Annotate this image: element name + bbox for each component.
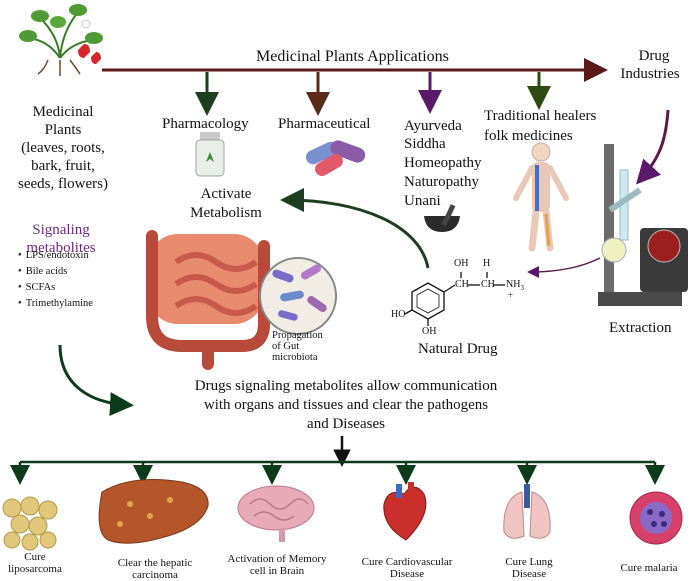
system-ayurveda: Ayurveda — [404, 118, 462, 134]
liver-icon — [98, 479, 209, 544]
outcome-liposarcoma-line2: liposarcoma — [8, 563, 62, 575]
structure-plus: + — [508, 290, 514, 300]
natural-drug-structure-icon — [404, 272, 505, 326]
main-title: Medicinal Plants Applications — [256, 48, 449, 65]
structure-nh3: NH3 — [506, 279, 524, 292]
traditional-line2: folk medicines — [484, 128, 573, 144]
outcome-hepatic-line1: Clear the hepatic — [117, 557, 193, 569]
malaria-cell-icon — [629, 491, 683, 545]
system-homeopathy: Homeopathy — [404, 155, 482, 171]
summary-line3: and Diseases — [307, 416, 385, 432]
outcome-malaria-line1: Cure malaria — [620, 562, 678, 574]
industry-arrow — [635, 109, 670, 185]
list-item: Trimethylamine — [18, 296, 93, 312]
microbiota-line3: microbiota — [272, 352, 318, 363]
pharmacology-bottle-icon — [195, 132, 225, 177]
source-line-4: bark, fruit, — [31, 158, 95, 174]
microbiota-line1: Propagation — [272, 330, 323, 341]
source-line-2: Plants — [44, 122, 82, 138]
heart-icon — [383, 482, 427, 541]
liposarcoma-cells-icon — [2, 496, 58, 551]
drug-industries-line2: Industries — [620, 66, 680, 82]
summary-line1: Drugs signaling metabolites allow commun… — [194, 378, 498, 394]
summary-line2: with organs and tissues and clear the pa… — [203, 397, 489, 413]
strawberry-plant-icon — [19, 4, 103, 76]
outcome-brain-line1: Activation of Memory — [227, 553, 327, 565]
extraction-arrow — [527, 257, 601, 278]
capsules-icon — [305, 140, 366, 176]
intestine-icon — [146, 230, 270, 370]
signaling-arrow — [58, 344, 134, 417]
list-item: Bile acids — [18, 264, 93, 280]
signaling-line1: Signaling — [32, 222, 90, 238]
brain-icon — [237, 485, 315, 542]
natural-drug-label: Natural Drug — [418, 341, 498, 357]
outcome-hepatic-line2: carcinoma — [132, 569, 178, 581]
pharmacology-label: Pharmacology — [162, 116, 249, 132]
list-item: SCFAs — [18, 280, 93, 296]
outcome-cardio-line1: Cure Cardiovascular — [361, 556, 453, 568]
rotary-evaporator-icon — [598, 144, 688, 306]
pharmaceutical-label: Pharmaceutical — [278, 116, 371, 132]
structure-oh-bottom: OH — [422, 326, 437, 337]
mortar-pestle-icon — [424, 204, 460, 232]
extraction-label: Extraction — [609, 320, 672, 336]
source-line-5: seeds, flowers) — [18, 176, 108, 192]
outcome-liposarcoma-line1: Cure — [24, 551, 46, 563]
structure-h-top: H — [483, 258, 491, 269]
structure-ch-2: CH — [481, 279, 495, 290]
list-item: LPS/endotoxin — [18, 248, 93, 264]
system-naturopathy: Naturopathy — [404, 174, 479, 190]
metabolism-arrow — [280, 188, 430, 269]
outcome-lung-line2: Disease — [511, 568, 547, 580]
microbiota-icon — [259, 257, 337, 335]
activate-line1: Activate — [200, 186, 252, 202]
system-unani: Unani — [404, 193, 441, 209]
source-line-3: (leaves, roots, — [21, 140, 105, 156]
traditional-line1: Traditional healers — [484, 108, 597, 124]
source-line-1: Medicinal — [32, 104, 94, 120]
outcome-brain-line2: cell in Brain — [249, 565, 305, 577]
microbiota-line2: of Gut — [272, 341, 300, 352]
structure-ch-1: CH — [455, 279, 469, 290]
system-siddha: Siddha — [404, 136, 446, 152]
structure-oh-top: OH — [454, 258, 469, 269]
signaling-metabolite-list: LPS/endotoxin Bile acids SCFAs Trimethyl… — [18, 248, 93, 312]
structure-ho: HO — [391, 309, 406, 320]
drug-industries-line1: Drug — [638, 48, 670, 64]
lungs-icon — [503, 484, 551, 539]
outcome-lung-line1: Cure Lung — [505, 556, 553, 568]
outcome-cardio-line2: Disease — [389, 568, 425, 580]
activate-line2: Metabolism — [190, 205, 262, 221]
human-body-icon — [513, 142, 569, 252]
